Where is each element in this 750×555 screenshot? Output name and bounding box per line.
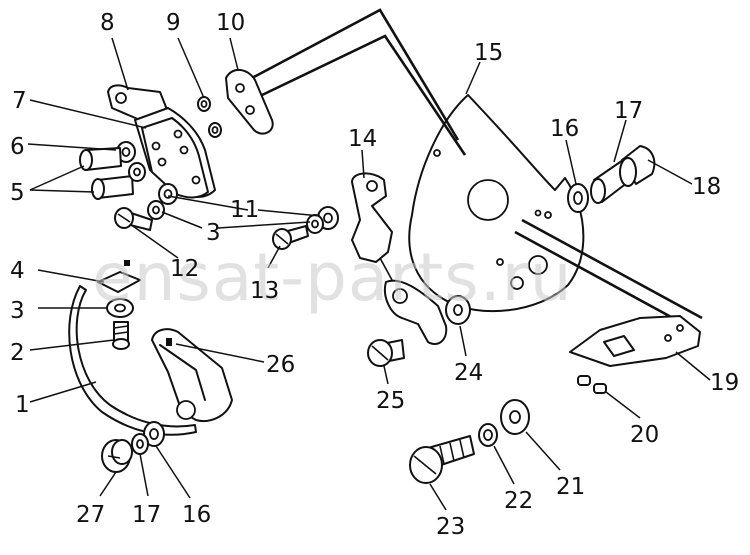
part-24-washer bbox=[445, 295, 471, 325]
callout-12: 12 bbox=[170, 256, 199, 282]
callout-8: 8 bbox=[100, 10, 115, 36]
part-15-base-plate bbox=[408, 94, 585, 313]
part-7-plates bbox=[134, 107, 216, 199]
part-11-washers-right bbox=[306, 206, 339, 234]
callout-4: 4 bbox=[10, 258, 25, 284]
part-19-terminal-bracket bbox=[569, 315, 701, 367]
part-9-washers bbox=[197, 96, 222, 138]
callout-15: 15 bbox=[474, 40, 503, 66]
part-18-nut bbox=[619, 145, 656, 187]
callout-17-right: 17 bbox=[614, 98, 643, 124]
callout-20: 20 bbox=[630, 422, 659, 448]
wire-harness-lower bbox=[514, 218, 703, 332]
callout-10: 10 bbox=[216, 10, 245, 36]
callout-5: 5 bbox=[10, 180, 25, 206]
callout-2: 2 bbox=[10, 340, 25, 366]
part-20-pins bbox=[577, 375, 607, 394]
part-22-lock-washer bbox=[478, 423, 498, 447]
part-21-washer bbox=[500, 399, 530, 435]
part-2-screw bbox=[112, 321, 130, 350]
callout-24: 24 bbox=[454, 360, 483, 386]
callout-14: 14 bbox=[348, 126, 377, 152]
callout-9: 9 bbox=[166, 10, 181, 36]
callout-27: 27 bbox=[76, 502, 105, 528]
part-8-bracket bbox=[107, 84, 169, 121]
part-5-pins bbox=[79, 147, 146, 200]
callout-18: 18 bbox=[692, 174, 721, 200]
wire-harness-upper bbox=[251, 8, 467, 156]
part-25-screw bbox=[367, 339, 405, 367]
callout-3-left: 3 bbox=[10, 298, 25, 324]
callout-22: 22 bbox=[504, 488, 533, 514]
callout-11: 11 bbox=[230, 197, 259, 223]
callout-17-left: 17 bbox=[132, 502, 161, 528]
callout-labels: 1 2 3 4 5 6 7 8 9 10 11 3 12 13 14 15 16… bbox=[10, 10, 739, 540]
watermark-text: ensat-parts.ru bbox=[92, 239, 573, 316]
part-10-plate bbox=[225, 69, 274, 135]
callout-1: 1 bbox=[15, 392, 30, 418]
part-13-screw bbox=[272, 225, 309, 250]
part-4-block bbox=[97, 260, 141, 293]
part-11-washers-left bbox=[147, 183, 178, 220]
part-17-washer-left bbox=[131, 433, 149, 455]
callout-13: 13 bbox=[250, 278, 279, 304]
callout-25: 25 bbox=[376, 388, 405, 414]
part-1-spring-strip bbox=[68, 285, 197, 436]
callout-26: 26 bbox=[266, 352, 295, 378]
part-3-washer-left bbox=[106, 298, 134, 318]
callout-3-middle: 3 bbox=[206, 220, 221, 246]
callout-16-right: 16 bbox=[550, 116, 579, 142]
part-26-lever bbox=[151, 328, 233, 422]
part-27-clip bbox=[101, 439, 133, 473]
part-23-bolt bbox=[409, 435, 475, 484]
part-16-washer-right bbox=[567, 183, 589, 213]
callout-16-left: 16 bbox=[182, 502, 211, 528]
leader-lines bbox=[27, 37, 711, 511]
part-14-contact-arm bbox=[351, 172, 448, 345]
callout-6: 6 bbox=[10, 134, 25, 160]
callout-21: 21 bbox=[556, 474, 585, 500]
callout-7: 7 bbox=[12, 88, 27, 114]
callout-19: 19 bbox=[710, 370, 739, 396]
callout-23: 23 bbox=[436, 514, 465, 540]
part-16-washer-left bbox=[143, 421, 165, 447]
